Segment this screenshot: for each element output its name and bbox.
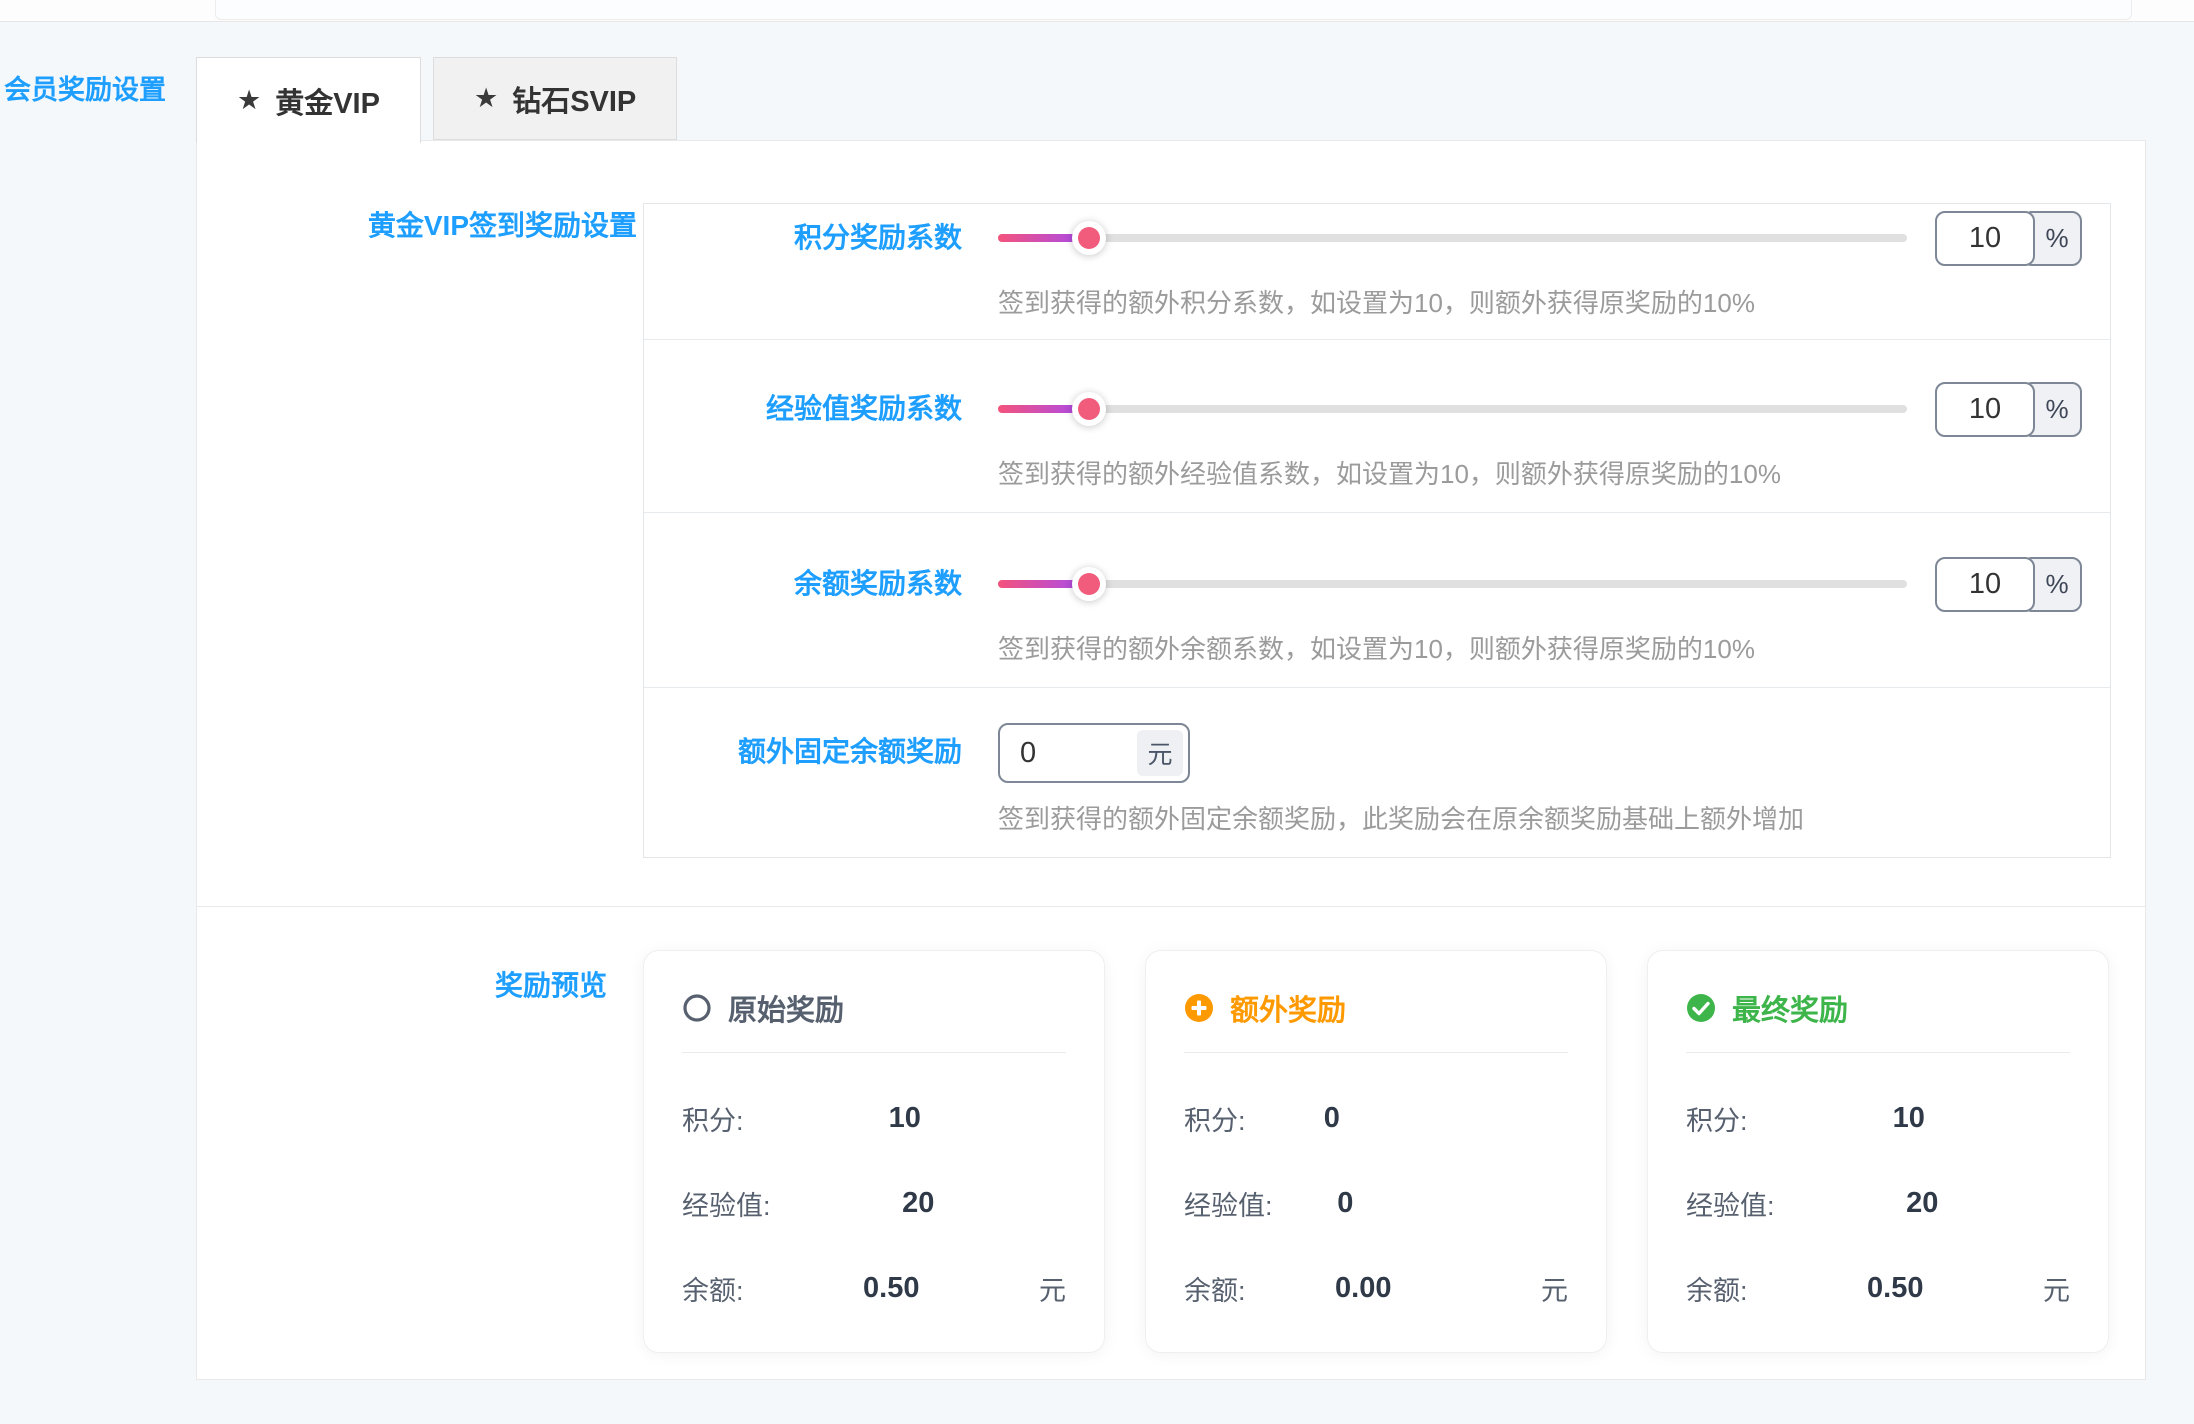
points-help-text: 签到获得的额外积分系数，如设置为10，则额外获得原奖励的10%	[998, 283, 2110, 320]
balance-coefficient-slider[interactable]	[998, 555, 1907, 613]
form-row-balance: 余额奖励系数 % 签到获得的额外余额系数，如设置为10，则额外获得原奖励的10%	[644, 512, 2110, 687]
preview-card-extra: 额外奖励 积分: 0 经验值: 0 余额: 0.00 元	[1145, 950, 1607, 1353]
preview-row-experience: 经验值: 20	[1686, 1184, 2070, 1223]
form-row-fixed-balance: 额外固定余额奖励 元 签到获得的额外固定余额奖励，此奖励会在原余额奖励基础上额外…	[644, 687, 2110, 857]
page-title: 会员奖励设置	[4, 68, 166, 107]
fixed-balance-input[interactable]	[1000, 725, 1130, 781]
row-value: 0.00	[1335, 1272, 1391, 1305]
slider-track[interactable]	[998, 405, 1907, 413]
points-percent-input[interactable]	[1935, 211, 2035, 266]
row-unit: 元	[1541, 1269, 1568, 1308]
reward-form-table: 积分奖励系数 % 签到获得的额外积分系数，如设置为10，则额外获得原奖励的10%	[643, 203, 2111, 858]
row-unit: 元	[2043, 1269, 2070, 1308]
points-coefficient-label: 积分奖励系数	[644, 209, 998, 339]
experience-help-text: 签到获得的额外经验值系数，如设置为10，则额外获得原奖励的10%	[998, 454, 2110, 491]
experience-percent-input[interactable]	[1935, 382, 2035, 437]
preview-row-points: 积分: 10	[1686, 1099, 2070, 1138]
section-divider	[197, 906, 2145, 907]
points-percent-group: %	[1935, 211, 2082, 266]
preview-row-balance: 余额: 0.50 元	[682, 1269, 1066, 1308]
preview-cards: 原始奖励 积分: 10 经验值: 20 余额: 0.50 元	[643, 950, 2109, 1353]
preview-section-title: 奖励预览	[492, 964, 607, 1004]
tab-diamond-svip-label: 钻石SVIP	[512, 78, 636, 120]
preview-row-experience: 经验值: 0	[1184, 1184, 1568, 1223]
toolbar-box-fragment	[215, 0, 2132, 20]
star-icon: ★	[237, 85, 261, 116]
row-label: 积分:	[1184, 1099, 1246, 1138]
tab-diamond-svip[interactable]: ★ 钻石SVIP	[433, 57, 677, 140]
slider-thumb[interactable]	[1072, 221, 1106, 255]
tab-gold-vip-label: 黄金VIP	[275, 80, 380, 122]
row-label: 余额:	[682, 1269, 744, 1308]
fixed-balance-help-text: 签到获得的额外固定余额奖励，此奖励会在原余额奖励基础上额外增加	[998, 799, 2110, 836]
top-toolbar-fragment	[0, 0, 2194, 22]
preview-row-balance: 余额: 0.50 元	[1686, 1269, 2070, 1308]
tab-bar: ★ 黄金VIP ★ 钻石SVIP	[196, 57, 677, 143]
row-unit: 元	[1039, 1269, 1066, 1308]
row-value: 20	[902, 1187, 934, 1220]
plus-circle-icon	[1184, 993, 1214, 1023]
balance-help-text: 签到获得的额外余额系数，如设置为10，则额外获得原奖励的10%	[998, 629, 2110, 666]
slider-thumb[interactable]	[1072, 392, 1106, 426]
preview-row-points: 积分: 10	[682, 1099, 1066, 1138]
preview-card-original: 原始奖励 积分: 10 经验值: 20 余额: 0.50 元	[643, 950, 1105, 1353]
row-label: 积分:	[682, 1099, 744, 1138]
row-value: 0	[1337, 1187, 1353, 1220]
row-value: 0	[1324, 1102, 1340, 1135]
row-value: 0.50	[863, 1272, 919, 1305]
form-row-points: 积分奖励系数 % 签到获得的额外积分系数，如设置为10，则额外获得原奖励的10%	[644, 204, 2110, 339]
balance-percent-group: %	[1935, 557, 2082, 612]
preview-row-balance: 余额: 0.00 元	[1184, 1269, 1568, 1308]
balance-percent-input[interactable]	[1935, 557, 2035, 612]
tab-gold-vip[interactable]: ★ 黄金VIP	[196, 57, 421, 143]
row-value: 20	[1906, 1187, 1938, 1220]
preview-card-final: 最终奖励 积分: 10 经验值: 20 余额: 0.50 元	[1647, 950, 2109, 1353]
row-value: 10	[889, 1102, 921, 1135]
preview-row-experience: 经验值: 20	[682, 1184, 1066, 1223]
row-value: 10	[1893, 1102, 1925, 1135]
settings-panel: 黄金VIP签到奖励设置 积分奖励系数 % 签到获得的额外积分系数，如设置为1	[196, 140, 2146, 1380]
row-label: 经验值:	[682, 1184, 771, 1223]
experience-percent-group: %	[1935, 382, 2082, 437]
row-label: 积分:	[1686, 1099, 1748, 1138]
check-circle-icon	[1686, 993, 1716, 1023]
card-divider	[1184, 1052, 1568, 1053]
preview-row-points: 积分: 0	[1184, 1099, 1568, 1138]
balance-coefficient-label: 余额奖励系数	[644, 555, 998, 687]
row-value: 0.50	[1867, 1272, 1923, 1305]
row-label: 余额:	[1686, 1269, 1748, 1308]
row-label: 经验值:	[1686, 1184, 1775, 1223]
slider-track[interactable]	[998, 580, 1907, 588]
row-label: 经验值:	[1184, 1184, 1273, 1223]
preview-card-title: 额外奖励	[1230, 987, 1346, 1029]
fixed-balance-input-group: 元	[998, 723, 1190, 783]
preview-card-title: 最终奖励	[1732, 987, 1848, 1029]
row-label: 余额:	[1184, 1269, 1246, 1308]
circle-outline-icon	[682, 993, 712, 1023]
slider-thumb[interactable]	[1072, 567, 1106, 601]
fixed-balance-label: 额外固定余额奖励	[644, 723, 998, 857]
card-divider	[682, 1052, 1066, 1053]
points-coefficient-slider[interactable]	[998, 209, 1907, 267]
preview-card-title: 原始奖励	[728, 987, 844, 1029]
form-row-experience: 经验值奖励系数 % 签到获得的额外经验值系数，如设置为10，则额外获得原奖励的1…	[644, 339, 2110, 512]
yuan-suffix: 元	[1137, 730, 1183, 776]
form-section-title: 黄金VIP签到奖励设置	[347, 204, 637, 244]
experience-coefficient-slider[interactable]	[998, 380, 1907, 438]
slider-track[interactable]	[998, 234, 1907, 242]
star-icon: ★	[474, 83, 498, 114]
experience-coefficient-label: 经验值奖励系数	[644, 380, 998, 512]
card-divider	[1686, 1052, 2070, 1053]
